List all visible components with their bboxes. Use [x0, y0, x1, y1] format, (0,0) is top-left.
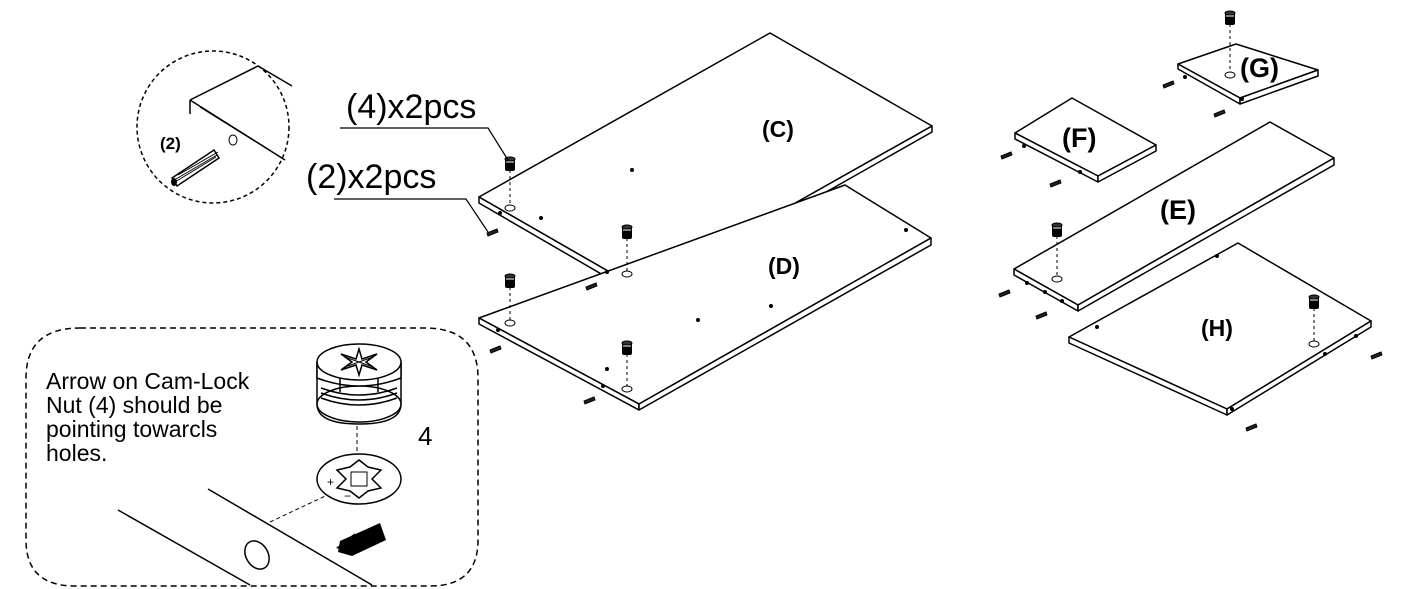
panel-d-label: (D): [768, 253, 800, 279]
panel-g-parts: [1162, 10, 1244, 118]
panel-e-label: (E): [1160, 195, 1196, 225]
cam-lock-instruction: Arrow on Cam-Lock Nut (4) should be poin…: [46, 368, 306, 466]
panel-f-label: (F): [1062, 123, 1097, 153]
direction-arrow-icon: [336, 523, 386, 556]
dowel-qty-label: (4)x2pcs: [346, 88, 477, 126]
panel-g: [1177, 43, 1319, 105]
panel-h: [1068, 242, 1372, 416]
panel-f: [1014, 97, 1157, 183]
instruction-line-1: Arrow on Cam-Lock: [46, 368, 250, 394]
svg-text:−: −: [344, 489, 351, 503]
panel-g-label: (G): [1240, 53, 1279, 83]
panel-c-label: (C): [762, 116, 794, 142]
cam-qty-label: (2)x2pcs: [306, 158, 437, 196]
dowels-cd: [486, 211, 609, 405]
instruction-line-2: Nut (4) should be: [46, 391, 223, 418]
panel-c-holes: [539, 168, 634, 220]
svg-text:+: +: [327, 475, 334, 489]
qty-leaders: [334, 127, 509, 233]
instruction-line-3: pointing towarcls: [46, 415, 218, 442]
instruction-line-4: holes.: [46, 439, 108, 466]
dowel-detail: [136, 50, 293, 204]
wooden-dowel-icon: [170, 148, 221, 188]
panel-d-holes: [605, 228, 908, 371]
panel-f-parts: [1000, 144, 1082, 188]
panel-h-parts: [1095, 254, 1383, 432]
cam-part-number: 4: [418, 421, 433, 451]
cam-lock-nut-icon: [316, 343, 402, 425]
panel-e-parts: [998, 222, 1064, 320]
cam-lock-face: + −: [316, 453, 402, 505]
cam-nuts-cd: [504, 156, 633, 393]
panel-d: [478, 184, 932, 411]
dowel-part-label: (2): [160, 134, 181, 153]
panel-h-label: (H): [1201, 315, 1233, 341]
